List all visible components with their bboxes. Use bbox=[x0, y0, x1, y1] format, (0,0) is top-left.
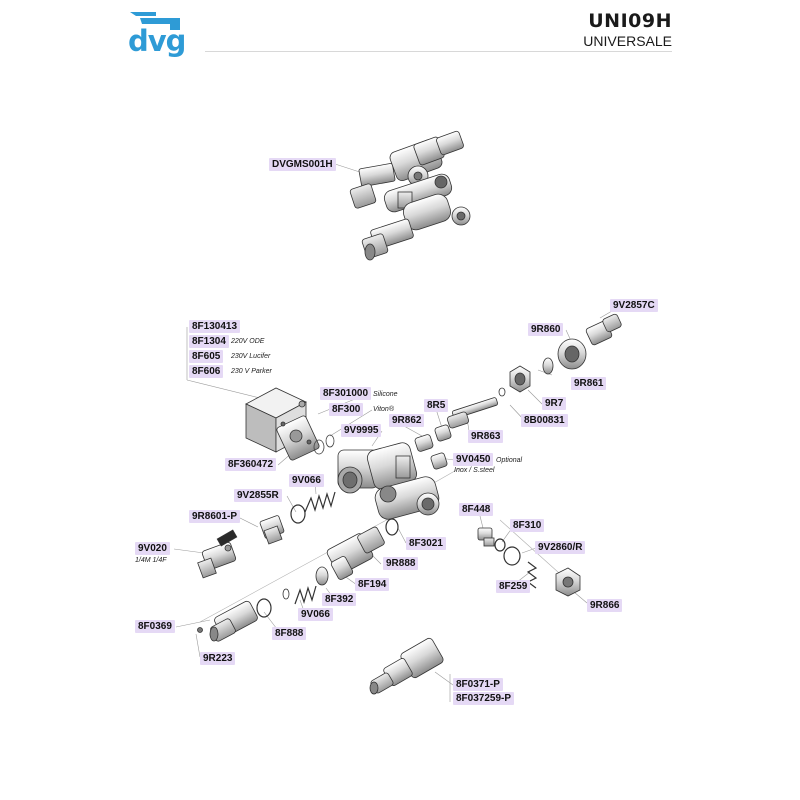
washer-8f194 bbox=[315, 566, 329, 586]
assembly-dvgms001h bbox=[349, 130, 471, 261]
o-ring-8f310 bbox=[494, 538, 506, 552]
note-8f300: Viton® bbox=[373, 406, 394, 413]
part-label-8f448[interactable]: 8F448 bbox=[459, 503, 494, 516]
part-label-9v066-lower[interactable]: 9V066 bbox=[298, 608, 333, 621]
part-label-8f392[interactable]: 8F392 bbox=[322, 593, 357, 606]
part-label-8f605[interactable]: 8F605 bbox=[189, 350, 224, 363]
part-label-8f606[interactable]: 8F606 bbox=[189, 365, 224, 378]
part-label-9v020[interactable]: 9V020 bbox=[135, 542, 170, 555]
stem-9r863 bbox=[447, 397, 498, 429]
o-ring-9v2860r bbox=[503, 546, 521, 566]
ring-9r861 bbox=[542, 357, 554, 375]
fitting-9r8601p bbox=[259, 515, 285, 545]
part-label-9r7[interactable]: 9R7 bbox=[542, 397, 567, 410]
fitting-9r866 bbox=[555, 567, 581, 597]
part-label-8f301000[interactable]: 8F301000 bbox=[320, 387, 372, 400]
part-label-8f194[interactable]: 8F194 bbox=[355, 578, 390, 591]
part-label-9v0450[interactable]: 9V0450 bbox=[453, 453, 494, 466]
o-ring-8f392 bbox=[282, 588, 290, 600]
note-8f301000: Silicone bbox=[373, 391, 398, 398]
part-label-8b00831[interactable]: 8B00831 bbox=[521, 414, 568, 427]
valve-8f448 bbox=[477, 527, 495, 547]
product-subtitle: UNIVERSALE bbox=[583, 33, 672, 49]
header-divider bbox=[205, 51, 672, 52]
note-8f605: 230V Lucifer bbox=[231, 353, 271, 360]
part-label-8f1304[interactable]: 8F1304 bbox=[189, 335, 229, 348]
fitting-8f0371p bbox=[369, 637, 451, 702]
o-ring-8f888 bbox=[256, 598, 272, 618]
body-9r888 bbox=[326, 526, 385, 580]
o-ring-9v2855r bbox=[290, 504, 306, 524]
part-label-9v2855r[interactable]: 9V2855R bbox=[234, 489, 282, 502]
o-ring-8f301000 bbox=[313, 439, 325, 455]
note-8f606: 230 V Parker bbox=[231, 368, 272, 375]
part-label-9r866[interactable]: 9R866 bbox=[587, 599, 623, 612]
product-code: UNI09H bbox=[588, 10, 672, 32]
part-label-8r5[interactable]: 8R5 bbox=[424, 399, 449, 412]
piston-8r5 bbox=[434, 424, 452, 442]
page-header: UNI09H UNIVERSALE bbox=[583, 10, 672, 49]
part-label-8f300[interactable]: 8F300 bbox=[329, 403, 364, 416]
part-label-9v9995[interactable]: 9V9995 bbox=[341, 424, 382, 437]
seat-9r862 bbox=[414, 434, 434, 452]
ball-valve-9v020 bbox=[197, 529, 238, 579]
dvg-logo: dvg bbox=[128, 24, 186, 58]
solenoid-coil bbox=[245, 387, 320, 461]
part-label-8f0369[interactable]: 8F0369 bbox=[135, 620, 175, 633]
part-label-8f360472[interactable]: 8F360472 bbox=[225, 458, 277, 471]
part-label-8f037259p[interactable]: 8F037259-P bbox=[453, 692, 515, 705]
part-label-8f888[interactable]: 8F888 bbox=[272, 627, 307, 640]
part-label-9r888[interactable]: 9R888 bbox=[383, 557, 419, 570]
part-label-9v2857c[interactable]: 9V2857C bbox=[610, 299, 658, 312]
part-label-8f3021[interactable]: 8F3021 bbox=[406, 537, 446, 550]
o-ring-8f300 bbox=[325, 434, 335, 448]
valve-body bbox=[337, 442, 440, 520]
part-label-9r860[interactable]: 9R860 bbox=[528, 323, 564, 336]
fitting-9v2857c bbox=[585, 313, 622, 346]
ball-9r223 bbox=[197, 627, 203, 633]
part-label-9r862[interactable]: 9R862 bbox=[389, 414, 425, 427]
part-label-8f259[interactable]: 8F259 bbox=[496, 580, 531, 593]
spring-9v066-upper bbox=[304, 491, 336, 513]
note-9v0450-optional: Optional bbox=[496, 457, 523, 464]
part-label-8f0371p[interactable]: 8F0371-P bbox=[453, 678, 503, 691]
part-label-8f130413[interactable]: 8F130413 bbox=[189, 320, 241, 333]
nut-9r7 bbox=[509, 365, 531, 393]
nut-9r860 bbox=[557, 338, 587, 370]
part-label-9r863[interactable]: 9R863 bbox=[468, 430, 504, 443]
fitting-8f0369 bbox=[209, 600, 258, 642]
part-label-9r223[interactable]: 9R223 bbox=[200, 652, 236, 665]
part-label-9v066-upper[interactable]: 9V066 bbox=[289, 474, 324, 487]
seat-9v0450 bbox=[430, 452, 448, 470]
part-label-dvgms001h[interactable]: DVGMS001H bbox=[269, 158, 336, 171]
fitting-8f3021 bbox=[385, 518, 399, 536]
note-9v020: 1/4M 1/4F bbox=[135, 557, 167, 564]
part-label-9r8601p[interactable]: 9R8601-P bbox=[189, 510, 241, 523]
spring-9v066-lower bbox=[294, 585, 317, 605]
part-label-8f310[interactable]: 8F310 bbox=[510, 519, 545, 532]
part-label-9v2860r[interactable]: 9V2860/R bbox=[535, 541, 586, 554]
seal-8b00831 bbox=[498, 387, 506, 397]
note-9v0450-material: Inox / S.steel bbox=[454, 467, 495, 474]
part-label-9r861[interactable]: 9R861 bbox=[571, 377, 607, 390]
dvg-logo-icon bbox=[130, 12, 180, 30]
note-8f1304: 220V ODE bbox=[231, 338, 265, 345]
